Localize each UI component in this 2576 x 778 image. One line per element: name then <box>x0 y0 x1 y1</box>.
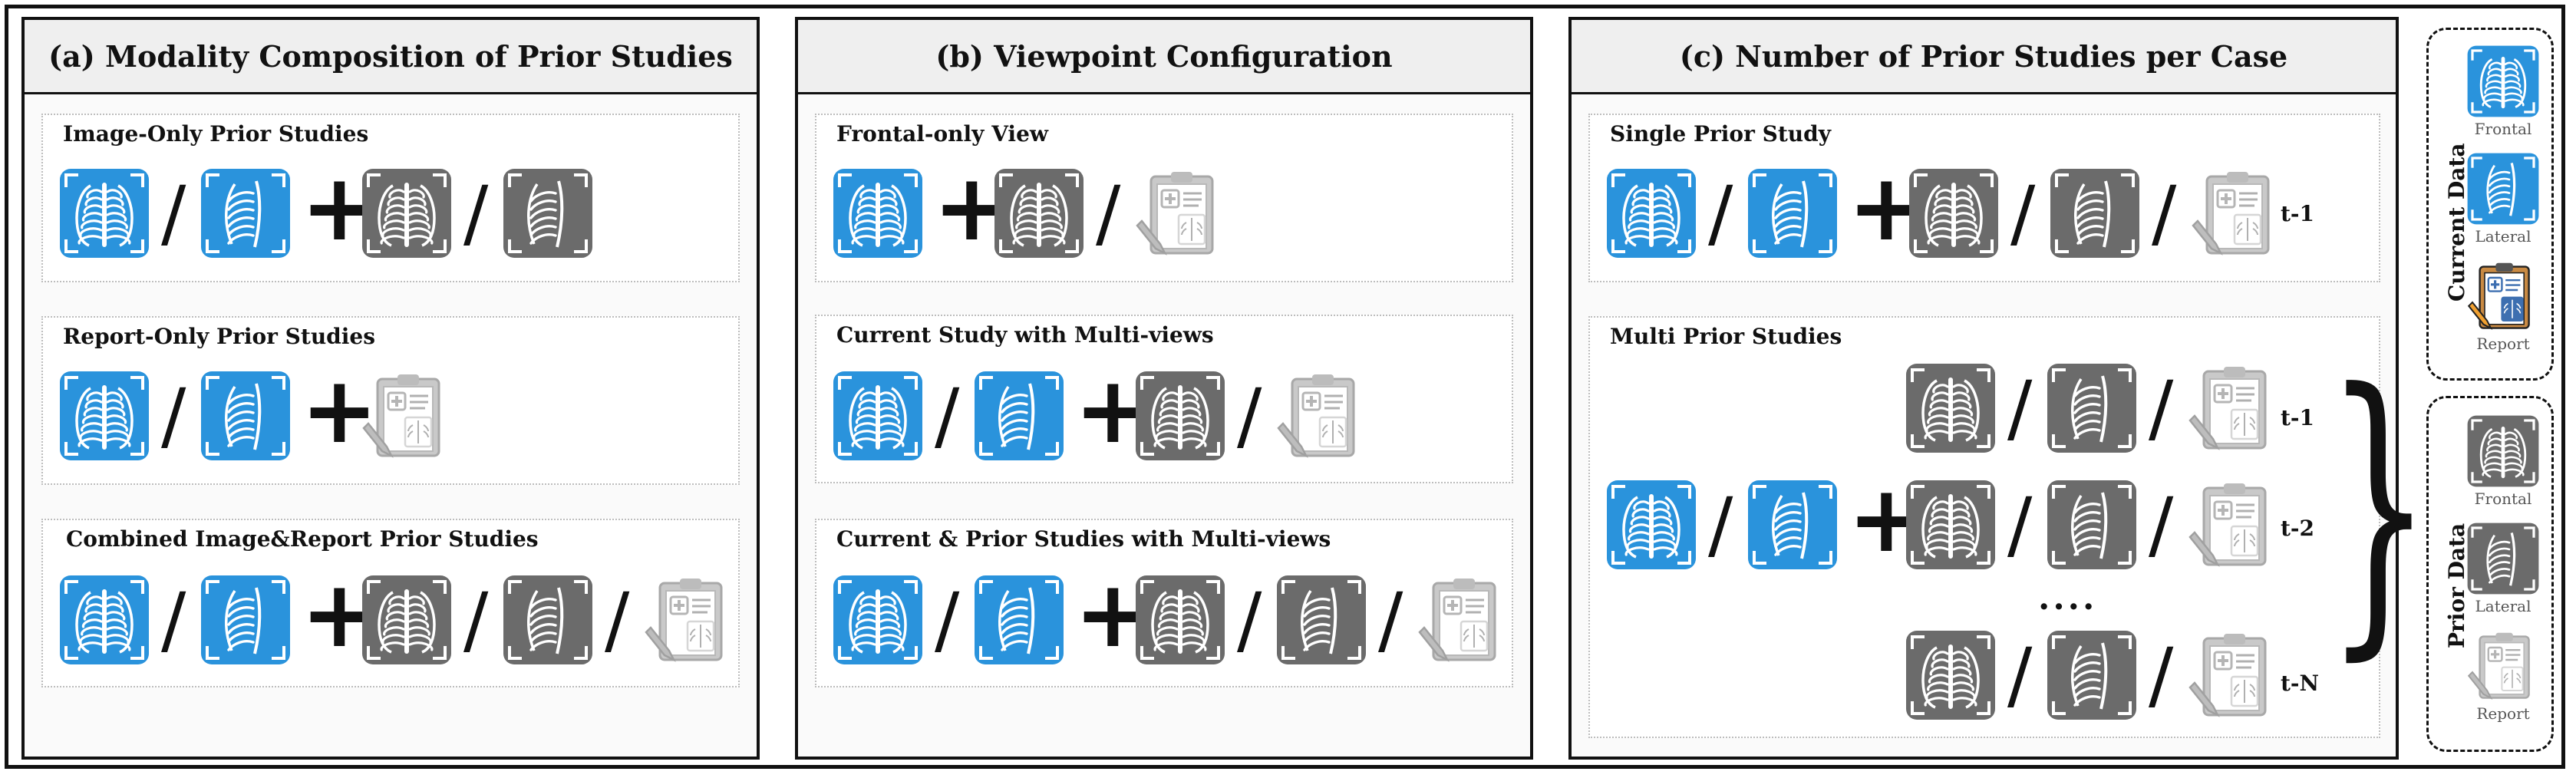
slash-symbol: / <box>1237 577 1262 663</box>
section-title: Image-Only Prior Studies <box>63 121 369 147</box>
section-title: Multi Prior Studies <box>1610 324 1842 349</box>
panel-title: (a) Modality Composition of Prior Studie… <box>25 20 757 94</box>
lateral-xray-prior-icon <box>2046 479 2138 571</box>
legend-item-label: Lateral <box>2475 227 2531 246</box>
slash-symbol: / <box>1096 170 1121 256</box>
lateral-xray-blue-icon <box>2466 152 2540 226</box>
legend-item-label: Report <box>2476 335 2530 353</box>
slash-symbol: / <box>2010 170 2036 256</box>
lateral-xray-current-icon <box>200 574 292 666</box>
frontal-xray-prior-icon <box>1905 362 1997 454</box>
lateral-xray-current-icon <box>200 167 292 259</box>
lateral-xray-prior-icon <box>502 167 594 259</box>
slash-symbol: / <box>161 170 186 256</box>
frontal-xray-prior-icon <box>361 574 453 666</box>
slash-symbol: / <box>2149 482 2174 568</box>
slash-symbol: / <box>605 577 630 663</box>
frontal-xray-prior-icon <box>361 167 453 259</box>
section-title: Frontal-only View <box>836 121 1048 147</box>
report-prior-icon <box>2190 167 2282 259</box>
frontal-xray-current-icon <box>1605 167 1697 259</box>
slash-symbol: / <box>1378 577 1403 663</box>
report-prior-icon <box>1134 167 1226 259</box>
lateral-xray-prior-icon <box>2049 167 2141 259</box>
lateral-xray-prior-icon <box>2046 362 2138 454</box>
slash-symbol: / <box>2149 632 2174 718</box>
section-title: Single Prior Study <box>1610 121 1831 147</box>
slash-symbol: / <box>2152 170 2177 256</box>
frontal-xray-current-icon <box>58 574 150 666</box>
lateral-xray-prior-icon <box>2046 629 2138 721</box>
frontal-xray-current-icon <box>832 370 924 462</box>
legend-item-label: Frontal <box>2474 120 2532 138</box>
lateral-xray-prior-icon <box>1275 574 1367 666</box>
slash-symbol: / <box>1708 170 1733 256</box>
time-label: t-1 <box>2281 405 2315 430</box>
section-title: Current & Prior Studies with Multi-views <box>836 526 1331 552</box>
slash-symbol: / <box>935 373 960 459</box>
slash-symbol: / <box>1237 373 1262 459</box>
report-prior-icon <box>2187 479 2279 571</box>
ellipsis: .... <box>2038 579 2098 618</box>
figure-frame <box>5 5 2565 769</box>
lateral-xray-gray-icon <box>2466 522 2540 595</box>
lateral-xray-current-icon <box>200 370 292 462</box>
legend-prior-data: Prior Data <box>2426 396 2554 752</box>
time-label: t-2 <box>2281 516 2315 541</box>
frontal-xray-blue-icon <box>2466 45 2540 118</box>
frontal-xray-prior-icon <box>1134 370 1226 462</box>
lateral-xray-prior-icon <box>502 574 594 666</box>
report-color-icon <box>2466 259 2540 333</box>
slash-symbol: / <box>2007 482 2033 568</box>
slash-symbol: / <box>2007 365 2033 451</box>
slash-symbol: / <box>161 577 186 663</box>
lateral-xray-current-icon <box>1746 167 1839 259</box>
section-title: Report-Only Prior Studies <box>63 324 375 349</box>
report-prior-icon <box>361 370 453 462</box>
frontal-xray-prior-icon <box>1905 479 1997 571</box>
lateral-xray-current-icon <box>973 574 1065 666</box>
frontal-xray-current-icon <box>58 370 150 462</box>
plus-symbol: + <box>301 358 378 464</box>
report-prior-icon <box>2187 362 2279 454</box>
brace-symbol: } <box>2325 329 2433 686</box>
time-label: t-N <box>2281 671 2320 696</box>
frontal-xray-current-icon <box>58 167 150 259</box>
legend-item-label: Lateral <box>2475 597 2531 615</box>
report-gray-icon <box>2466 629 2540 703</box>
report-prior-icon <box>1417 574 1509 666</box>
slash-symbol: / <box>463 577 489 663</box>
lateral-xray-current-icon <box>973 370 1065 462</box>
slash-symbol: / <box>463 170 489 256</box>
frontal-xray-prior-icon <box>1134 574 1226 666</box>
legend-current-data: Current Data <box>2426 28 2554 381</box>
report-prior-icon <box>2187 629 2279 721</box>
legend-item-label: Report <box>2476 704 2530 723</box>
frontal-xray-current-icon <box>832 167 924 259</box>
report-prior-icon <box>643 574 735 666</box>
slash-symbol: / <box>2149 365 2174 451</box>
slash-symbol: / <box>161 373 186 459</box>
panel-title: (b) Viewpoint Configuration <box>798 20 1530 94</box>
frontal-xray-prior-icon <box>1908 167 2000 259</box>
time-label: t-1 <box>2281 201 2315 226</box>
report-prior-icon <box>1275 370 1367 462</box>
lateral-xray-current-icon <box>1746 479 1839 571</box>
section-title: Combined Image&Report Prior Studies <box>66 526 539 552</box>
slash-symbol: / <box>935 577 960 663</box>
frontal-xray-prior-icon <box>993 167 1085 259</box>
section-title: Current Study with Multi-views <box>836 322 1214 348</box>
frontal-xray-gray-icon <box>2466 414 2540 488</box>
slash-symbol: / <box>2007 632 2033 718</box>
frontal-xray-current-icon <box>832 574 924 666</box>
legend-item-label: Frontal <box>2474 490 2532 508</box>
frontal-xray-current-icon <box>1605 479 1697 571</box>
panel-title: (c) Number of Prior Studies per Case <box>1572 20 2396 94</box>
slash-symbol: / <box>1708 482 1733 568</box>
frontal-xray-prior-icon <box>1905 629 1997 721</box>
